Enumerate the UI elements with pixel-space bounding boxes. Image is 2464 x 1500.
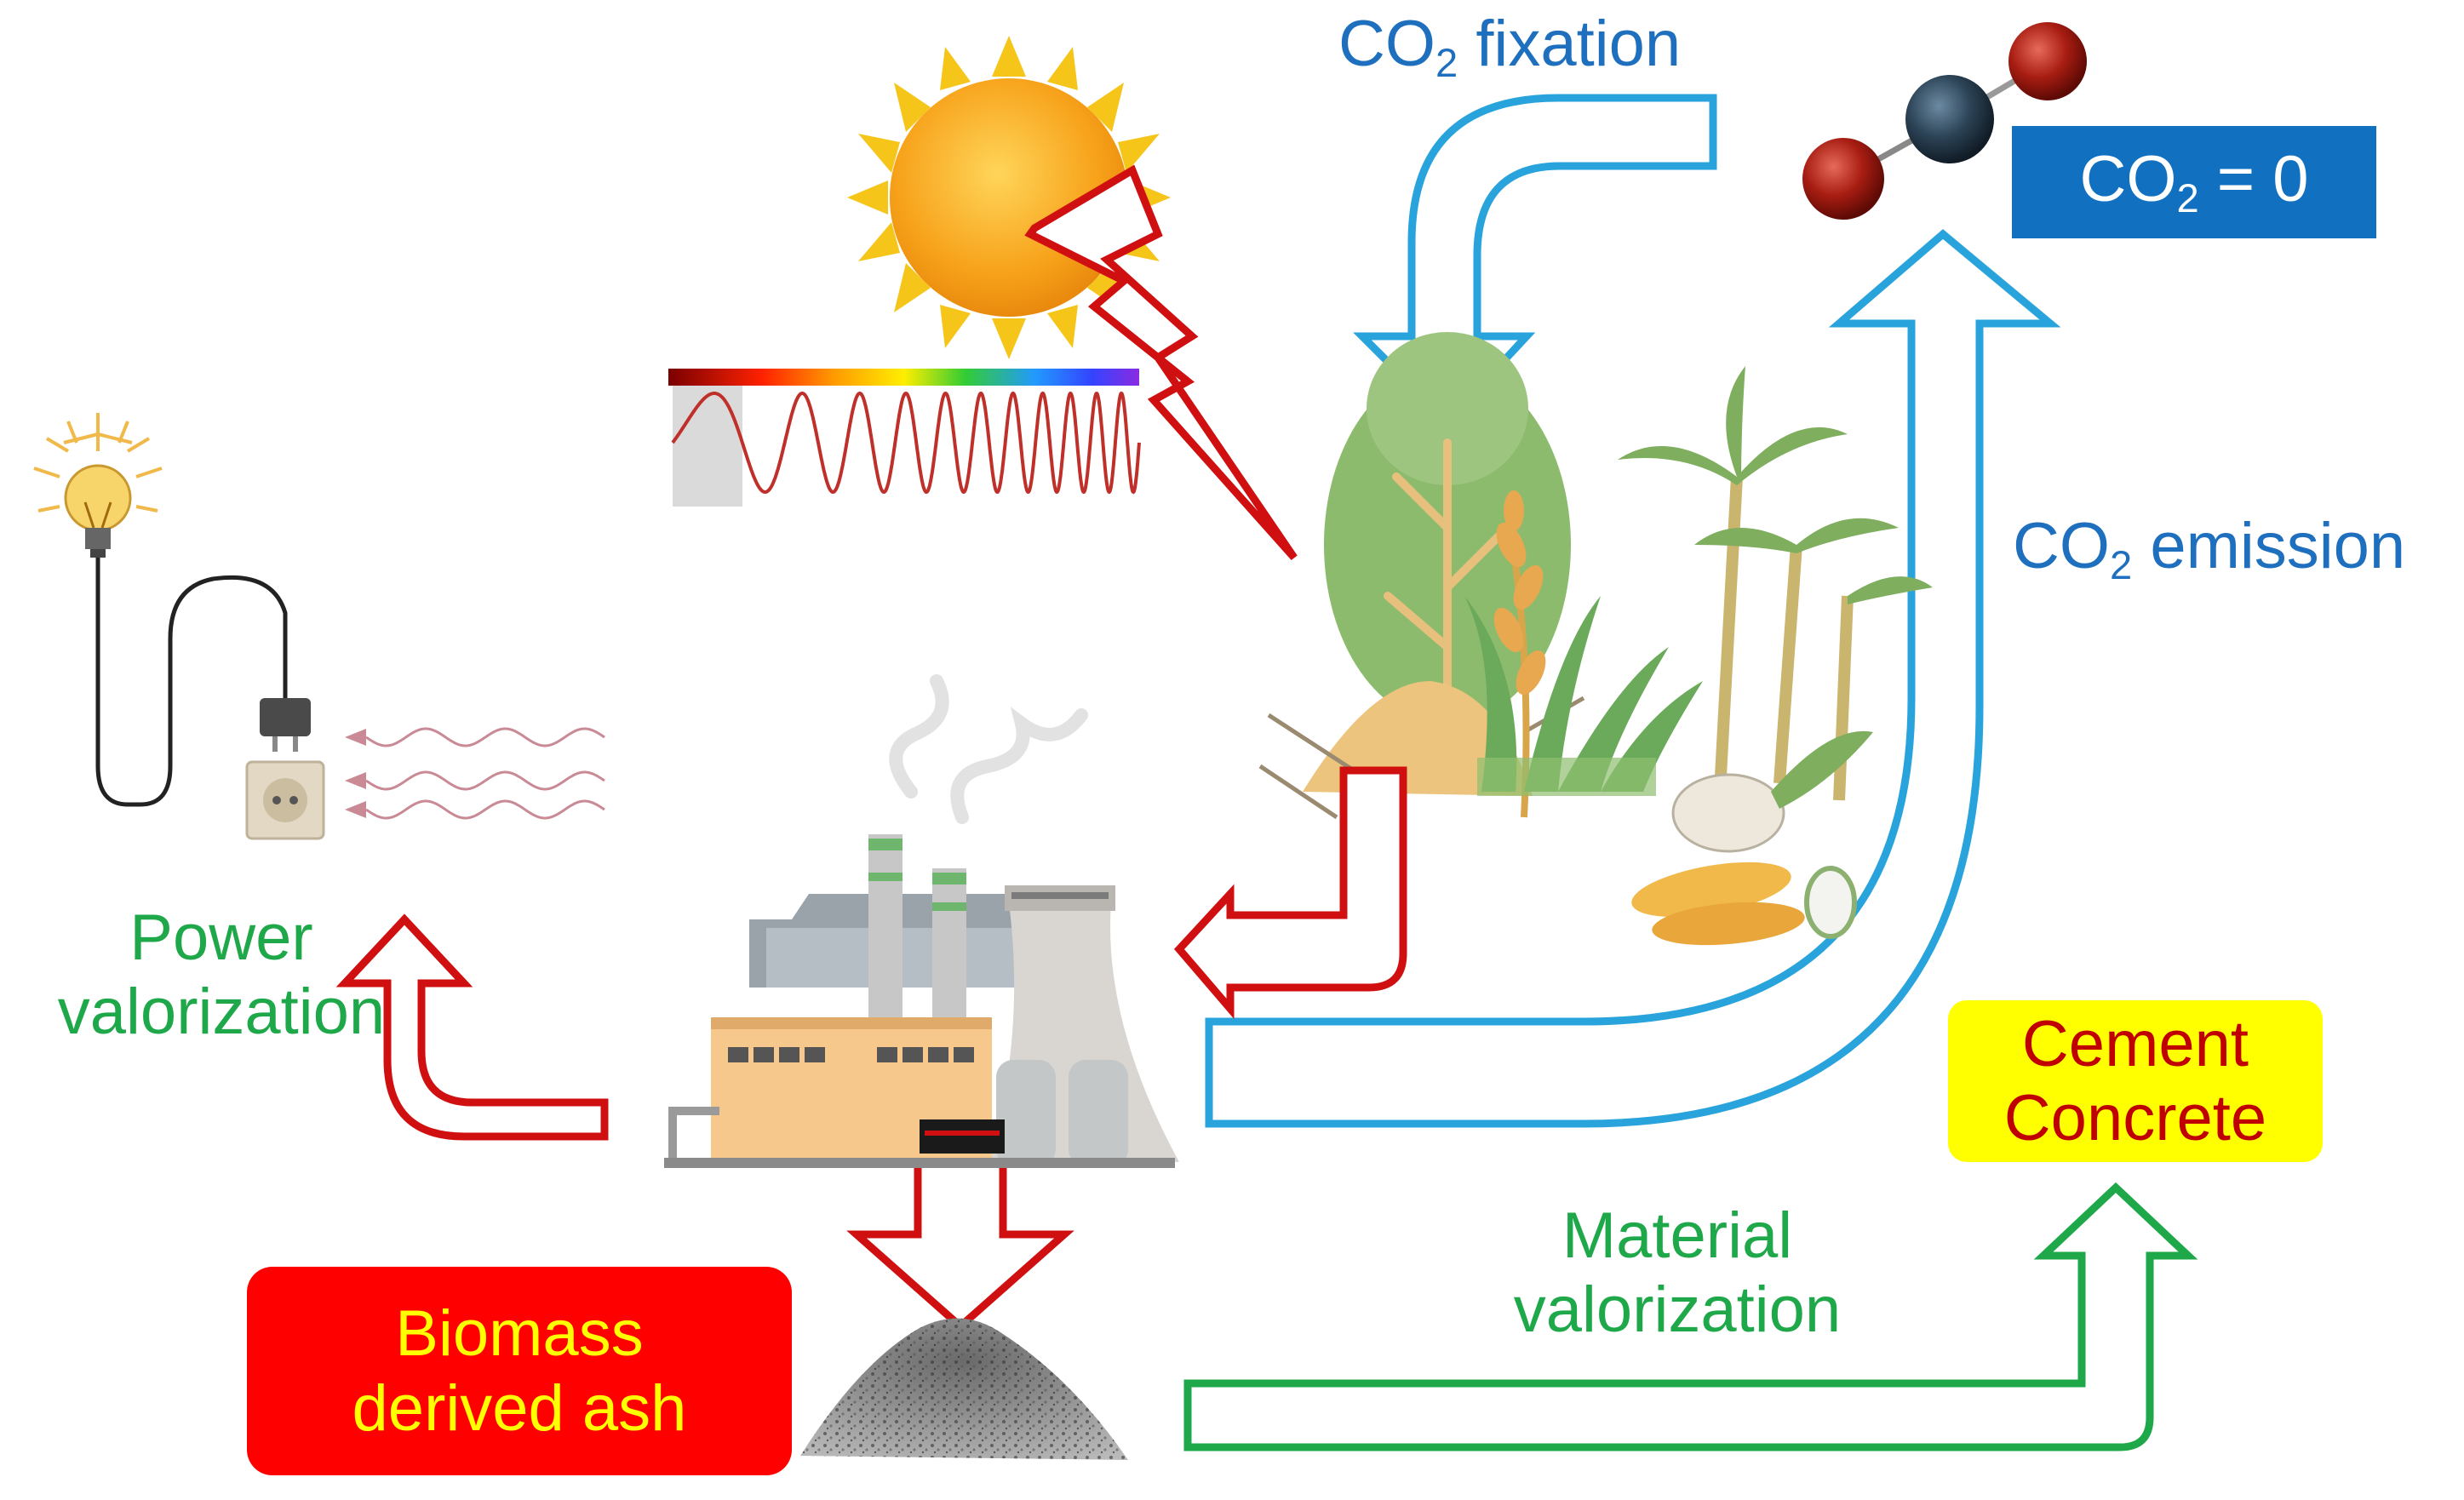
cement-line2: Concrete bbox=[2003, 1082, 2267, 1154]
ash-line1: Biomass bbox=[395, 1297, 644, 1371]
power-valorization-arrow bbox=[335, 913, 609, 1141]
co2-text: CO bbox=[1338, 8, 1435, 80]
power-line2: valorization bbox=[57, 976, 386, 1049]
power-plug-icon bbox=[260, 698, 311, 752]
material-valorization-label: Material valorization bbox=[1473, 1199, 1882, 1348]
light-spectrum-icon bbox=[668, 369, 1141, 507]
co2-fixation-label: CO2 fixation bbox=[1338, 7, 1681, 86]
power-plant-icon bbox=[664, 674, 1179, 1168]
power-cable bbox=[95, 558, 288, 807]
co2-text: CO bbox=[2013, 510, 2110, 582]
power-valorization-label: Power valorization bbox=[34, 901, 409, 1050]
cement-line1: Cement bbox=[2021, 1007, 2249, 1080]
biomass-plants-icon bbox=[1258, 332, 1933, 946]
co2-text: CO bbox=[2079, 143, 2177, 216]
power-line1: Power bbox=[129, 902, 313, 974]
co2-emission-arrow bbox=[1205, 229, 2061, 1128]
co2-subscript: 2 bbox=[1435, 40, 1458, 86]
ash-pile-icon bbox=[800, 1318, 1128, 1460]
light-bolt-arrow bbox=[1024, 164, 1298, 560]
biomass-to-plant-arrow bbox=[1173, 766, 1407, 1020]
emission-text: emission bbox=[2132, 510, 2406, 582]
co2-subscript: 2 bbox=[2176, 175, 2199, 221]
ash-down-arrow bbox=[846, 1154, 1074, 1332]
co2-subscript: 2 bbox=[2110, 542, 2133, 588]
material-line2: valorization bbox=[1513, 1274, 1842, 1347]
co2-molecule-icon bbox=[1802, 22, 2087, 220]
material-line1: Material bbox=[1561, 1199, 1793, 1272]
biomass-ash-badge: Biomass derived ash bbox=[247, 1267, 792, 1475]
power-socket-icon bbox=[245, 760, 325, 840]
neutral-text: = 0 bbox=[2198, 143, 2309, 216]
fixation-text: fixation bbox=[1458, 8, 1682, 80]
energy-waves-icon bbox=[345, 727, 605, 820]
co2-emission-label: CO2 emission bbox=[2013, 509, 2405, 588]
ash-line2: derived ash bbox=[352, 1371, 687, 1445]
material-valorization-arrow bbox=[1183, 1182, 2198, 1451]
co2-neutral-badge: CO2 = 0 bbox=[2012, 126, 2376, 238]
light-bulb-icon bbox=[33, 413, 163, 558]
cement-concrete-badge: Cement Concrete bbox=[1948, 1000, 2323, 1162]
light-wave bbox=[671, 391, 1141, 495]
